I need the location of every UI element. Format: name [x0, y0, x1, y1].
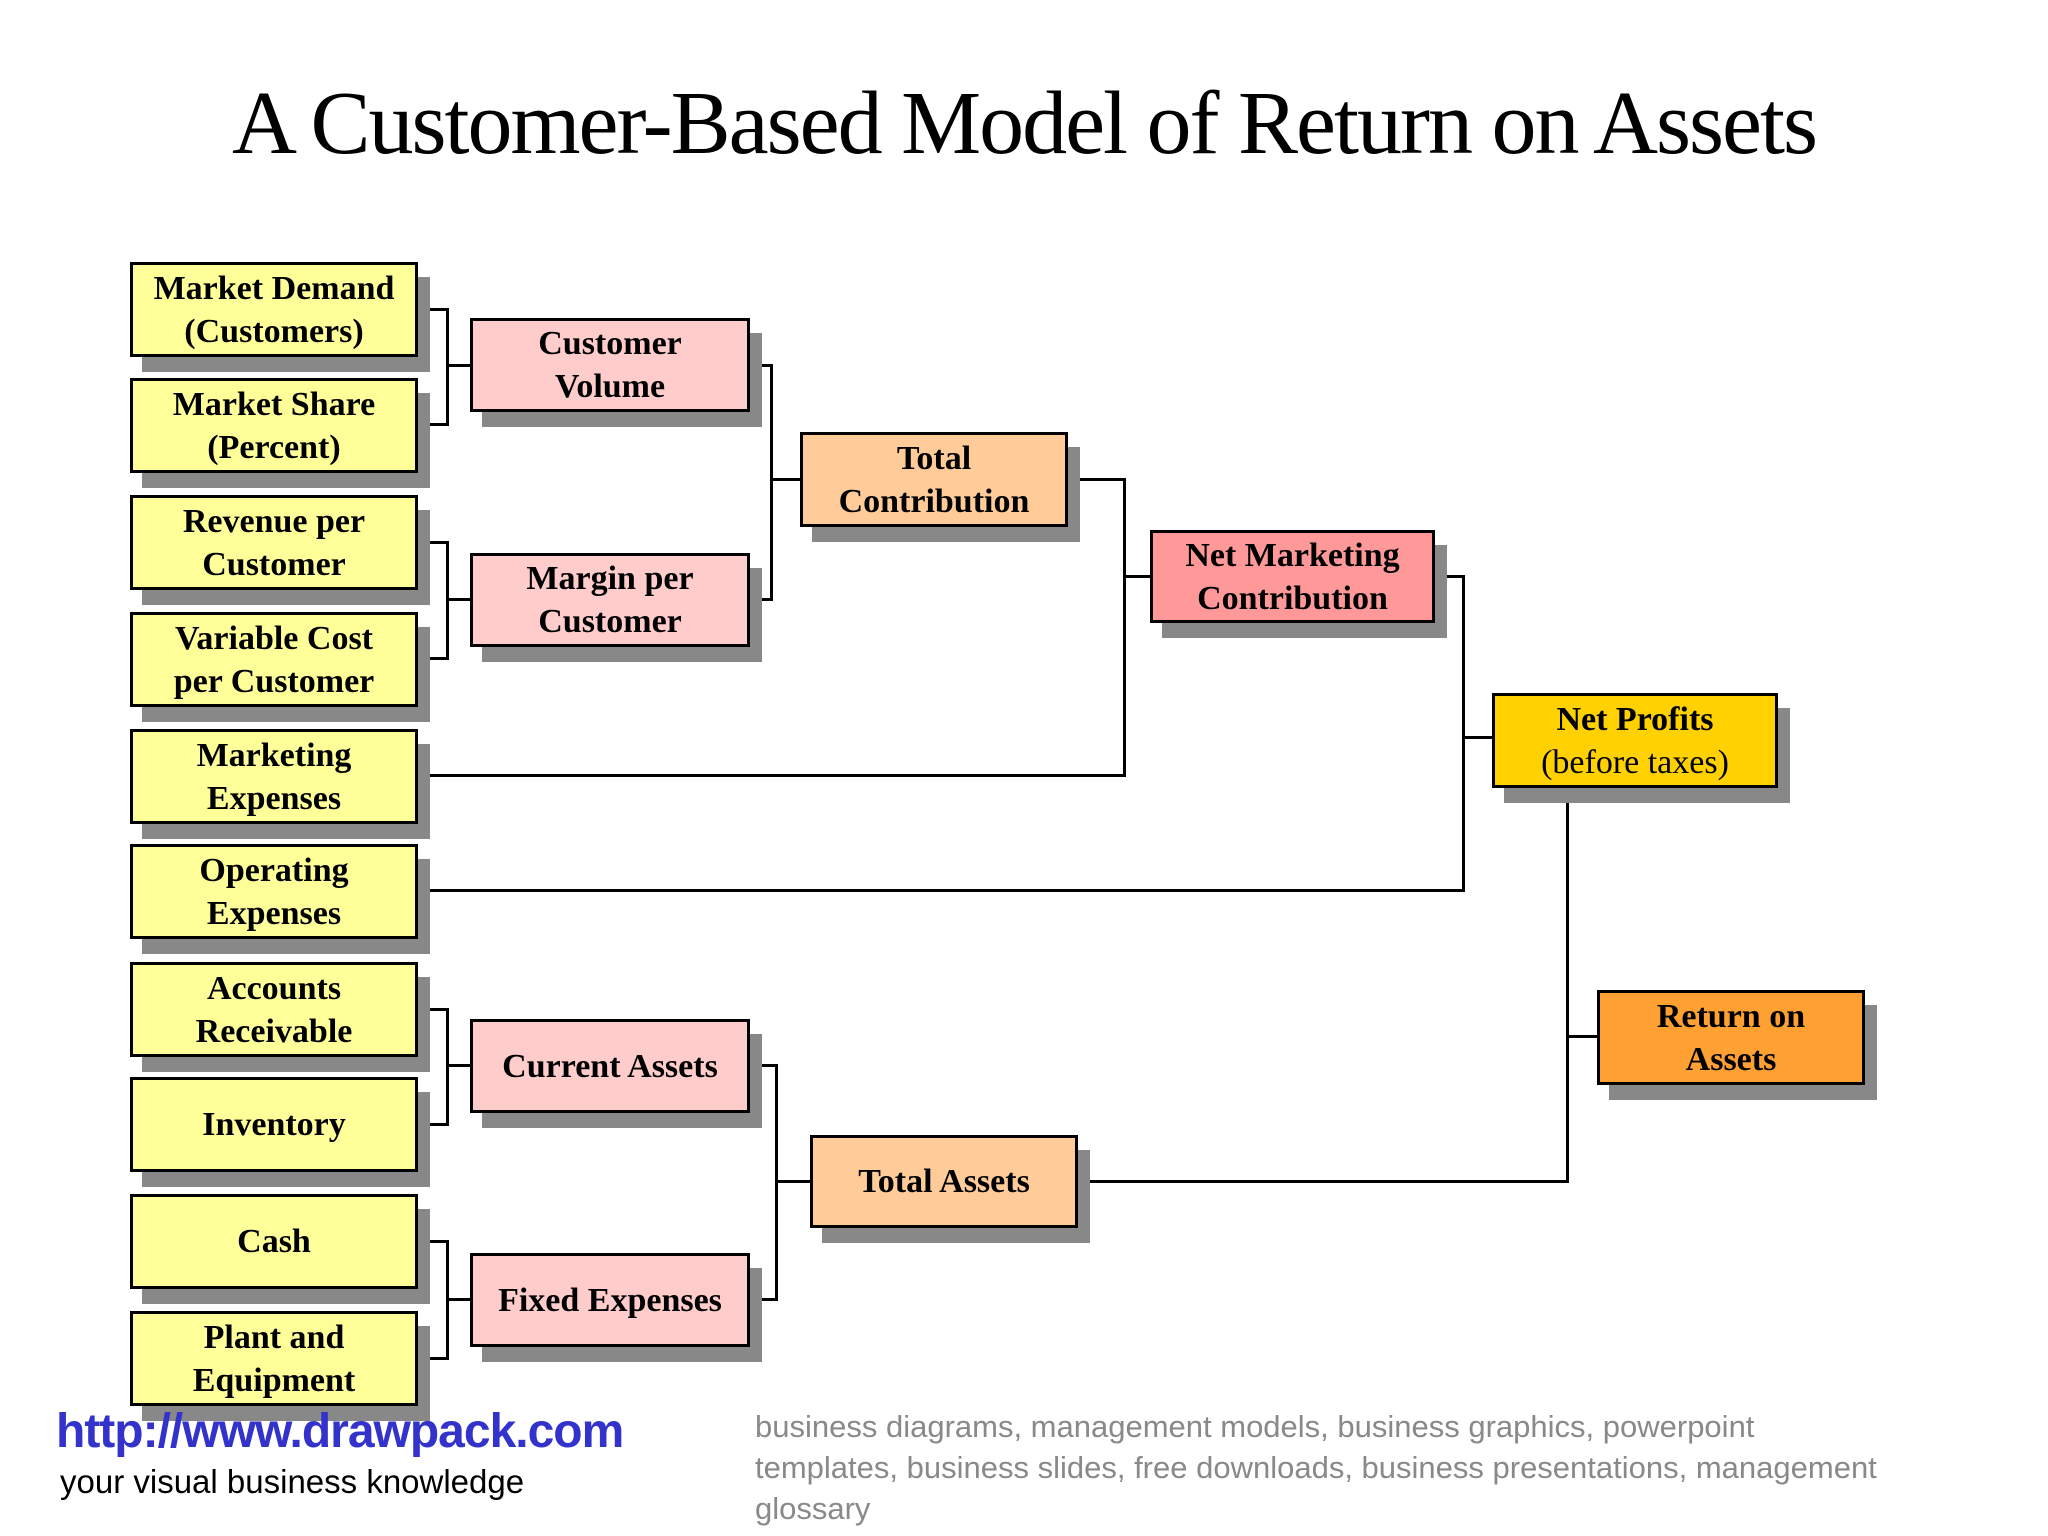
connector-marketing-expenses-line: [418, 774, 1126, 777]
box-label: Accounts: [206, 969, 342, 1007]
box-label: Market Demand: [153, 269, 395, 307]
box-label: Customer: [538, 603, 682, 640]
footer-keywords-line: templates, business slides, free downloa…: [755, 1450, 1877, 1485]
connector-volume-bracket: [446, 308, 449, 426]
box-label: Total: [896, 439, 972, 477]
connector-operating-expenses-line: [418, 889, 1465, 892]
connector-market-demand-stub: [418, 308, 446, 311]
box-label: Assets: [1685, 1040, 1777, 1078]
connector-to-current-assets: [446, 1064, 470, 1067]
box-label: Receivable: [195, 1012, 353, 1050]
connector-nmc-bracket: [1123, 478, 1126, 777]
box-label: per Customer: [173, 662, 375, 700]
connector-fixed-expenses-out: [750, 1298, 775, 1301]
connector-inventory-stub: [418, 1123, 446, 1126]
connector-revenue-stub: [418, 541, 446, 544]
connector-current-assets-bracket: [446, 1008, 449, 1126]
box-label: Customer: [538, 325, 682, 362]
box-label: Contribution: [1197, 579, 1388, 617]
box-label: Plant and: [203, 1318, 345, 1356]
footer-tagline: your visual business knowledge: [60, 1463, 525, 1500]
box-label: Operating: [199, 851, 349, 889]
box-fixed-expenses: Fixed Expenses: [470, 1253, 762, 1362]
connector-plant-stub: [418, 1357, 446, 1360]
box-label: Revenue per: [182, 502, 366, 540]
box-label: Equipment: [192, 1361, 356, 1399]
box-label: Marketing: [196, 736, 352, 774]
box-label: Net Marketing: [1185, 536, 1400, 574]
connector-net-profits-bracket: [1462, 575, 1465, 892]
connector-variable-cost-stub: [418, 657, 446, 660]
box-label: Cash: [237, 1223, 311, 1260]
box-label: Margin per: [526, 560, 694, 597]
footer-keywords-line: business diagrams, management models, bu…: [755, 1409, 1755, 1444]
footer-keywords-line: glossary: [755, 1491, 871, 1526]
box-market-share: Market Share (Percent): [130, 378, 430, 488]
page-title: A Customer-Based Model of Return on Asse…: [231, 74, 1818, 173]
box-label: Return on: [1656, 997, 1806, 1035]
box-label: Expenses: [206, 894, 342, 932]
box-return-on-assets: Return on Assets: [1597, 990, 1877, 1100]
connector-total-assets-line: [1078, 1180, 1569, 1183]
box-label: Fixed Expenses: [498, 1281, 722, 1319]
box-label: Net Profits: [1556, 700, 1714, 738]
box-label: Variable Cost: [174, 619, 374, 657]
box-inventory: Inventory: [130, 1077, 430, 1187]
box-current-assets: Current Assets: [470, 1019, 762, 1128]
box-total-assets: Total Assets: [810, 1135, 1090, 1243]
connector-to-roa: [1566, 1035, 1597, 1038]
connector-to-fixed-expenses: [446, 1298, 470, 1301]
connector-to-total-contribution: [770, 478, 800, 481]
connector-roa-bracket: [1566, 786, 1569, 1183]
box-label: Contribution: [838, 482, 1030, 520]
connector-current-assets-out: [750, 1064, 775, 1067]
footer-keywords: business diagrams, management models, bu…: [755, 1406, 2015, 1529]
box-variable-cost-per-customer: Variable Cost per Customer: [130, 612, 430, 722]
connector-market-share-stub: [418, 423, 446, 426]
drawpack-url-link[interactable]: http://www.drawpack.com: [56, 1405, 624, 1458]
box-label: Market Share: [172, 385, 376, 423]
box-label: Volume: [554, 368, 666, 405]
connector-total-contribution-out: [1068, 478, 1123, 481]
connector-to-nmc: [1123, 575, 1150, 578]
box-market-demand: Market Demand (Customers): [130, 262, 430, 372]
connector-to-margin: [446, 598, 470, 601]
box-label: (Percent): [207, 428, 341, 466]
box-cash: Cash: [130, 1194, 430, 1304]
box-sublabel: (before taxes): [1541, 743, 1729, 781]
connector-to-total-assets: [775, 1180, 810, 1183]
box-label: Expenses: [206, 779, 342, 817]
connector-to-net-profits: [1462, 736, 1492, 739]
connector-to-customer-volume: [446, 364, 470, 367]
connector-cash-stub: [418, 1240, 446, 1243]
connector-nmc-out: [1435, 575, 1462, 578]
box-label: Total Assets: [858, 1163, 1030, 1200]
connector-accounts-receivable-stub: [418, 1008, 446, 1011]
box-label: (Customers): [184, 312, 364, 350]
box-label: Current Assets: [502, 1047, 718, 1085]
box-net-profits: Net Profits (before taxes): [1492, 693, 1790, 803]
box-label: Customer: [202, 545, 346, 583]
box-label: Inventory: [202, 1106, 346, 1143]
connector-contribution-bracket: [770, 364, 773, 601]
